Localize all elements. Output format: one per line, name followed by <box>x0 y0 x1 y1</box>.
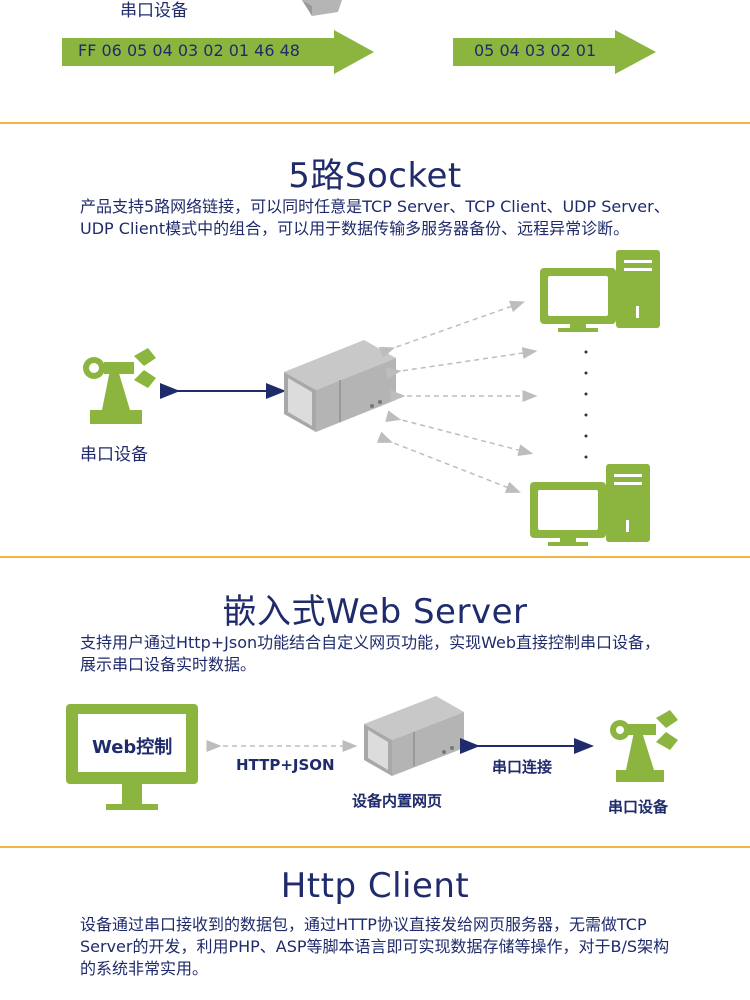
webserver-title: 嵌入式Web Server <box>222 592 528 632</box>
top-gateway-device-icon <box>302 0 342 16</box>
socket-serial-device-label: 串口设备 <box>80 445 148 465</box>
http-json-label: HTTP+JSON <box>236 756 335 774</box>
gateway-device-icon <box>284 340 396 432</box>
web-monitor-icon <box>66 704 198 810</box>
httpclient-title: Http Client <box>280 866 470 906</box>
web-control-text: Web控制 <box>92 737 173 758</box>
top-serial-device-label: 串口设备 <box>120 1 188 21</box>
section-divider-1 <box>0 122 750 124</box>
more-servers-dots <box>584 350 588 459</box>
top-arrow-left <box>62 30 374 74</box>
server-computer-icon-bottom <box>530 464 650 546</box>
serial-connection-label: 串口连接 <box>492 758 553 776</box>
socket-paragraph: 产品支持5路网络链接，可以同时任意是TCP Server、TCP Client、… <box>80 197 670 238</box>
section-divider-3 <box>0 846 750 848</box>
section-divider-2 <box>0 556 750 558</box>
webserver-robot-arm-icon <box>610 710 678 782</box>
webserver-paragraph: 支持用户通过Http+Json功能结合自定义网页功能，实现Web直接控制串口设备… <box>80 633 661 674</box>
webserver-gateway-device-icon <box>364 696 464 776</box>
robot-arm-icon <box>83 348 156 424</box>
server-computer-icon-top <box>540 250 660 332</box>
device-builtin-webpage-label: 设备内置网页 <box>352 792 443 810</box>
socket-dashed-links <box>376 300 538 493</box>
top-arrow-left-text: FF 06 05 04 03 02 01 46 48 <box>78 41 300 60</box>
socket-title: 5路Socket <box>288 156 462 196</box>
top-arrow-right <box>453 30 656 74</box>
top-arrow-right-text: 05 04 03 02 01 <box>474 41 597 60</box>
webserver-serial-device-label: 串口设备 <box>608 798 669 816</box>
httpclient-paragraph: 设备通过串口接收到的数据包，通过HTTP协议直接发给网页服务器，无需做TCP S… <box>80 915 670 978</box>
